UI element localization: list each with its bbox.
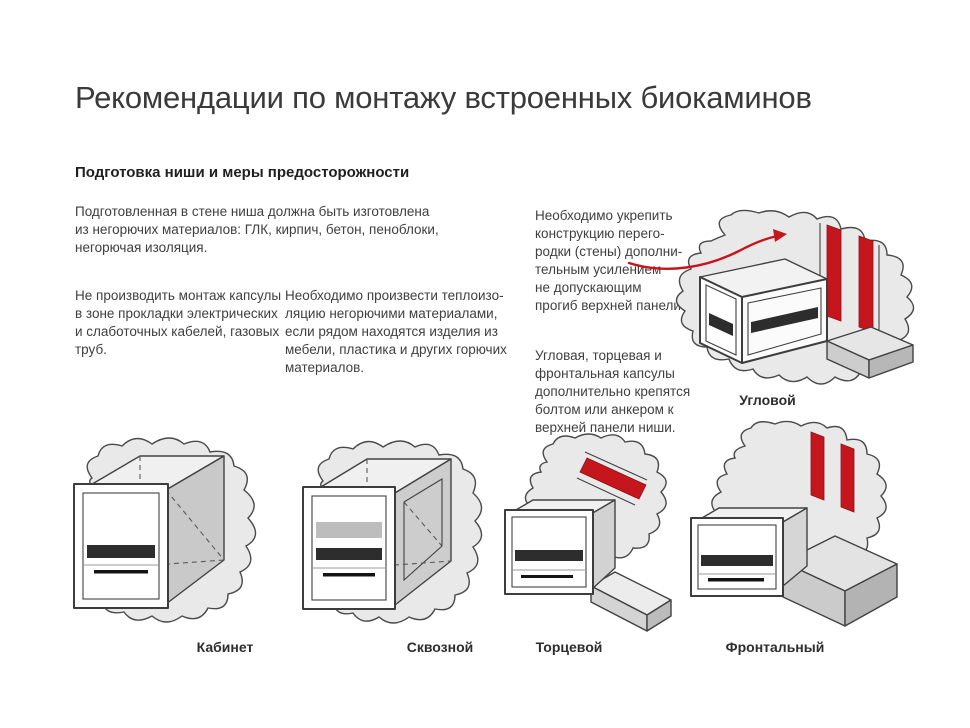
burner-slot (751, 307, 818, 333)
insulation-stripes (810, 431, 855, 513)
red-stripe (826, 224, 842, 322)
diagram-corner (615, 205, 950, 405)
section-heading: Подготовка ниши и меры предосторожности (75, 164, 410, 181)
diagram-cabinet (52, 418, 277, 633)
diagram-label-corner: Угловой (739, 392, 796, 408)
paragraph-niche-materials: Подготовленная в стене ниша должна быть … (75, 204, 439, 255)
red-stripe (579, 457, 647, 500)
insulation-stripes (576, 451, 648, 506)
pedestal (782, 535, 898, 627)
diagram-cabinet-svg (73, 437, 257, 623)
pointer-arrow (627, 229, 787, 270)
capsule-front (302, 486, 396, 610)
burner-slot (316, 548, 382, 560)
diagram-corner-svg (627, 209, 915, 385)
burner-slot (515, 550, 583, 561)
diagram-through (285, 423, 500, 633)
burner-line (323, 573, 375, 577)
red-stripe (858, 235, 874, 333)
paragraph-insulation: Необходимо произвести теплоизо- ляцию не… (285, 288, 507, 375)
wall-beam (590, 571, 672, 632)
capsule (504, 499, 616, 595)
burner-slot (87, 545, 155, 558)
through-band (316, 522, 382, 538)
niche-box (304, 458, 452, 610)
diagram-frontal-svg (690, 420, 898, 627)
diagram-label-cabinet: Кабинет (196, 639, 254, 655)
insulation-stripes (819, 223, 880, 337)
diagram-label-through: Сквозной (406, 639, 474, 655)
burner-slot (701, 555, 773, 566)
burner-line (708, 578, 764, 582)
capsule-front (73, 483, 169, 609)
burner-line (94, 570, 148, 574)
corner-capsule (699, 258, 828, 364)
diagram-label-end: Торцевой (535, 639, 603, 655)
burner-slot (709, 313, 733, 336)
burner-line (521, 575, 573, 578)
red-stripe (810, 431, 825, 501)
paragraph-anchoring: Угловая, торцевая и фронтальная капсулы … (535, 348, 691, 435)
base-ledge (826, 326, 914, 379)
paragraph-no-cables: Не производить монтаж капсулы в зоне про… (75, 288, 282, 357)
diagram-through-svg (302, 440, 483, 624)
diagram-frontal (683, 416, 908, 641)
capsule (690, 507, 808, 597)
diagram-label-frontal: Фронтальный (725, 639, 825, 655)
page-title: Рекомендации по монтажу встроенных биока… (75, 80, 812, 115)
paragraph-reinforcement: Необходимо укрепить конструкцию перего- … (535, 208, 685, 313)
diagram-end-svg (504, 433, 672, 632)
diagram-end (497, 428, 677, 640)
red-stripe (840, 443, 855, 513)
